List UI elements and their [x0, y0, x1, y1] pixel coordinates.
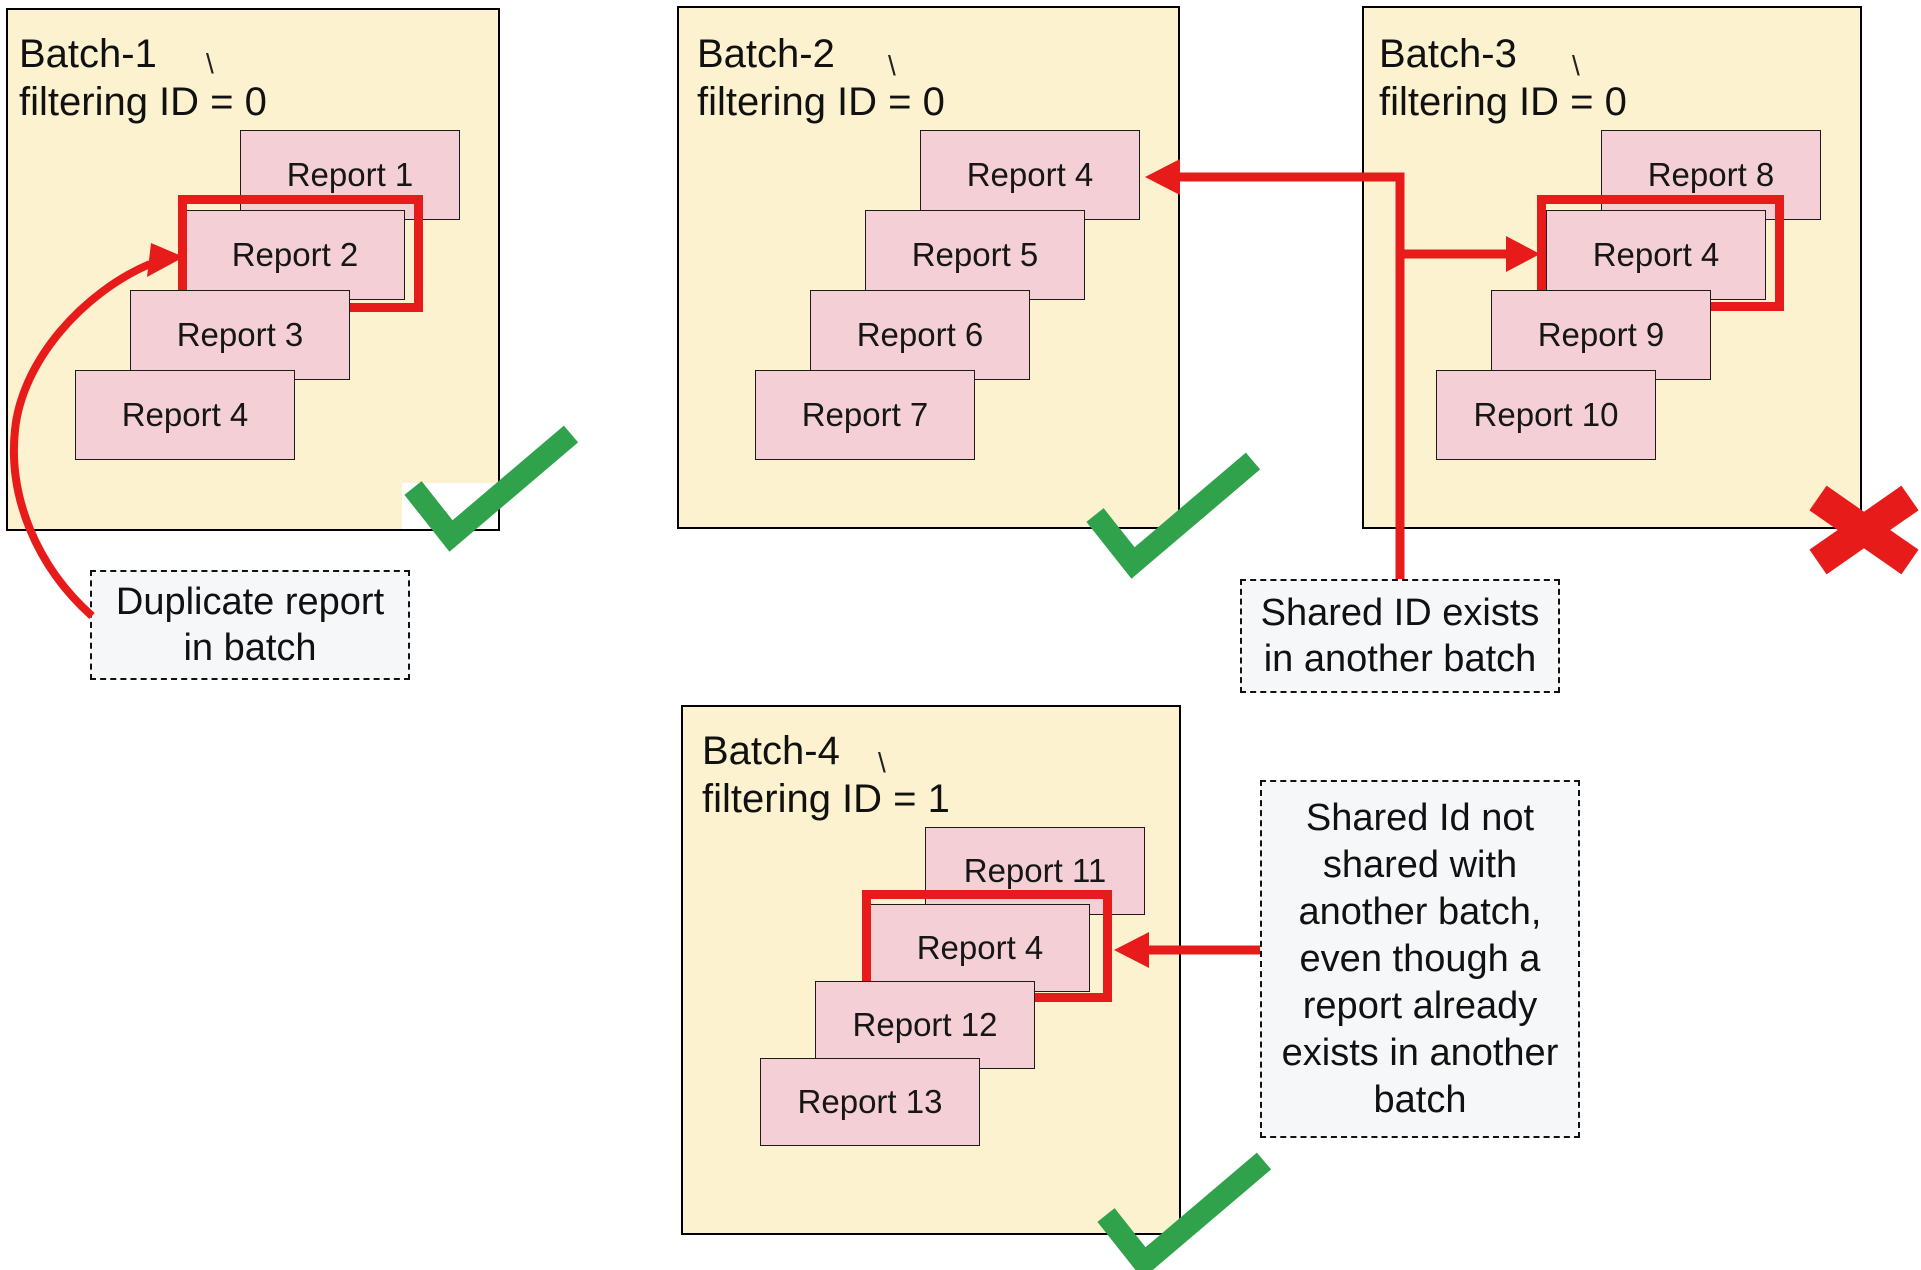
report-card-label: Report 2 [231, 236, 359, 273]
batch-4-subtitle: filtering ID = 1 [702, 777, 950, 821]
report-card: Report 2 [185, 210, 405, 300]
report-card-label: Report 5 [911, 236, 1039, 273]
report-card-label: Report 8 [1647, 156, 1775, 193]
batch-1-stray-mark: \ [206, 48, 214, 79]
annotation-duplicate-report-text: Duplicate report in batch [115, 581, 385, 669]
report-card-label: Report 9 [1537, 316, 1665, 353]
report-card-label: Report 13 [797, 1083, 943, 1120]
report-card: Report 13 [760, 1058, 980, 1146]
report-card: Report 3 [130, 290, 350, 380]
report-card-label: Report 10 [1473, 396, 1619, 433]
batch-3-subtitle: filtering ID = 0 [1379, 80, 1627, 124]
report-card: Report 4 [75, 370, 295, 460]
report-card: Report 12 [815, 981, 1035, 1069]
report-card: Report 10 [1436, 370, 1656, 460]
report-card: Report 4 [870, 904, 1090, 992]
batch-3-title: Batch-3 [1379, 32, 1517, 76]
report-card-label: Report 4 [966, 156, 1094, 193]
batch-4-stray-mark: \ [878, 747, 886, 778]
report-card-label: Report 11 [963, 852, 1107, 889]
batch-1-title: Batch-1 [19, 32, 157, 76]
report-card-label: Report 12 [852, 1006, 998, 1043]
report-card: Report 7 [755, 370, 975, 460]
report-card-label: Report 7 [801, 396, 929, 433]
annotation-shared-id-exists: Shared ID exists in another batch [1240, 579, 1560, 693]
annotation-shared-id-not-shared: Shared Id not shared with another batch,… [1260, 780, 1580, 1138]
batch-3-stray-mark: \ [1572, 50, 1580, 81]
report-card-label: Report 4 [121, 396, 249, 433]
report-card-label: Report 6 [856, 316, 984, 353]
batch-1-subtitle: filtering ID = 0 [19, 80, 267, 124]
report-card: Report 4 [1546, 210, 1766, 300]
report-card-label: Report 4 [916, 929, 1044, 966]
report-card-label: Report 1 [286, 156, 414, 193]
batch-4-title: Batch-4 [702, 729, 840, 773]
batch-2-subtitle: filtering ID = 0 [697, 80, 945, 124]
report-card: Report 9 [1491, 290, 1711, 380]
report-card: Report 4 [920, 130, 1140, 220]
report-card-label: Report 4 [1592, 236, 1720, 273]
annotation-shared-id-not-shared-text: Shared Id not shared with another batch,… [1281, 796, 1559, 1121]
annotation-shared-id-exists-text: Shared ID exists in another batch [1260, 592, 1540, 680]
annotation-duplicate-report: Duplicate report in batch [90, 570, 410, 680]
report-card: Report 1 [240, 130, 460, 220]
batch-2-title: Batch-2 [697, 32, 835, 76]
report-card: Report 6 [810, 290, 1030, 380]
checkmark-backdrop [402, 483, 498, 529]
report-card-label: Report 3 [176, 316, 304, 353]
report-card: Report 8 [1601, 130, 1821, 220]
batch-2-stray-mark: \ [888, 50, 896, 81]
report-card: Report 5 [865, 210, 1085, 300]
